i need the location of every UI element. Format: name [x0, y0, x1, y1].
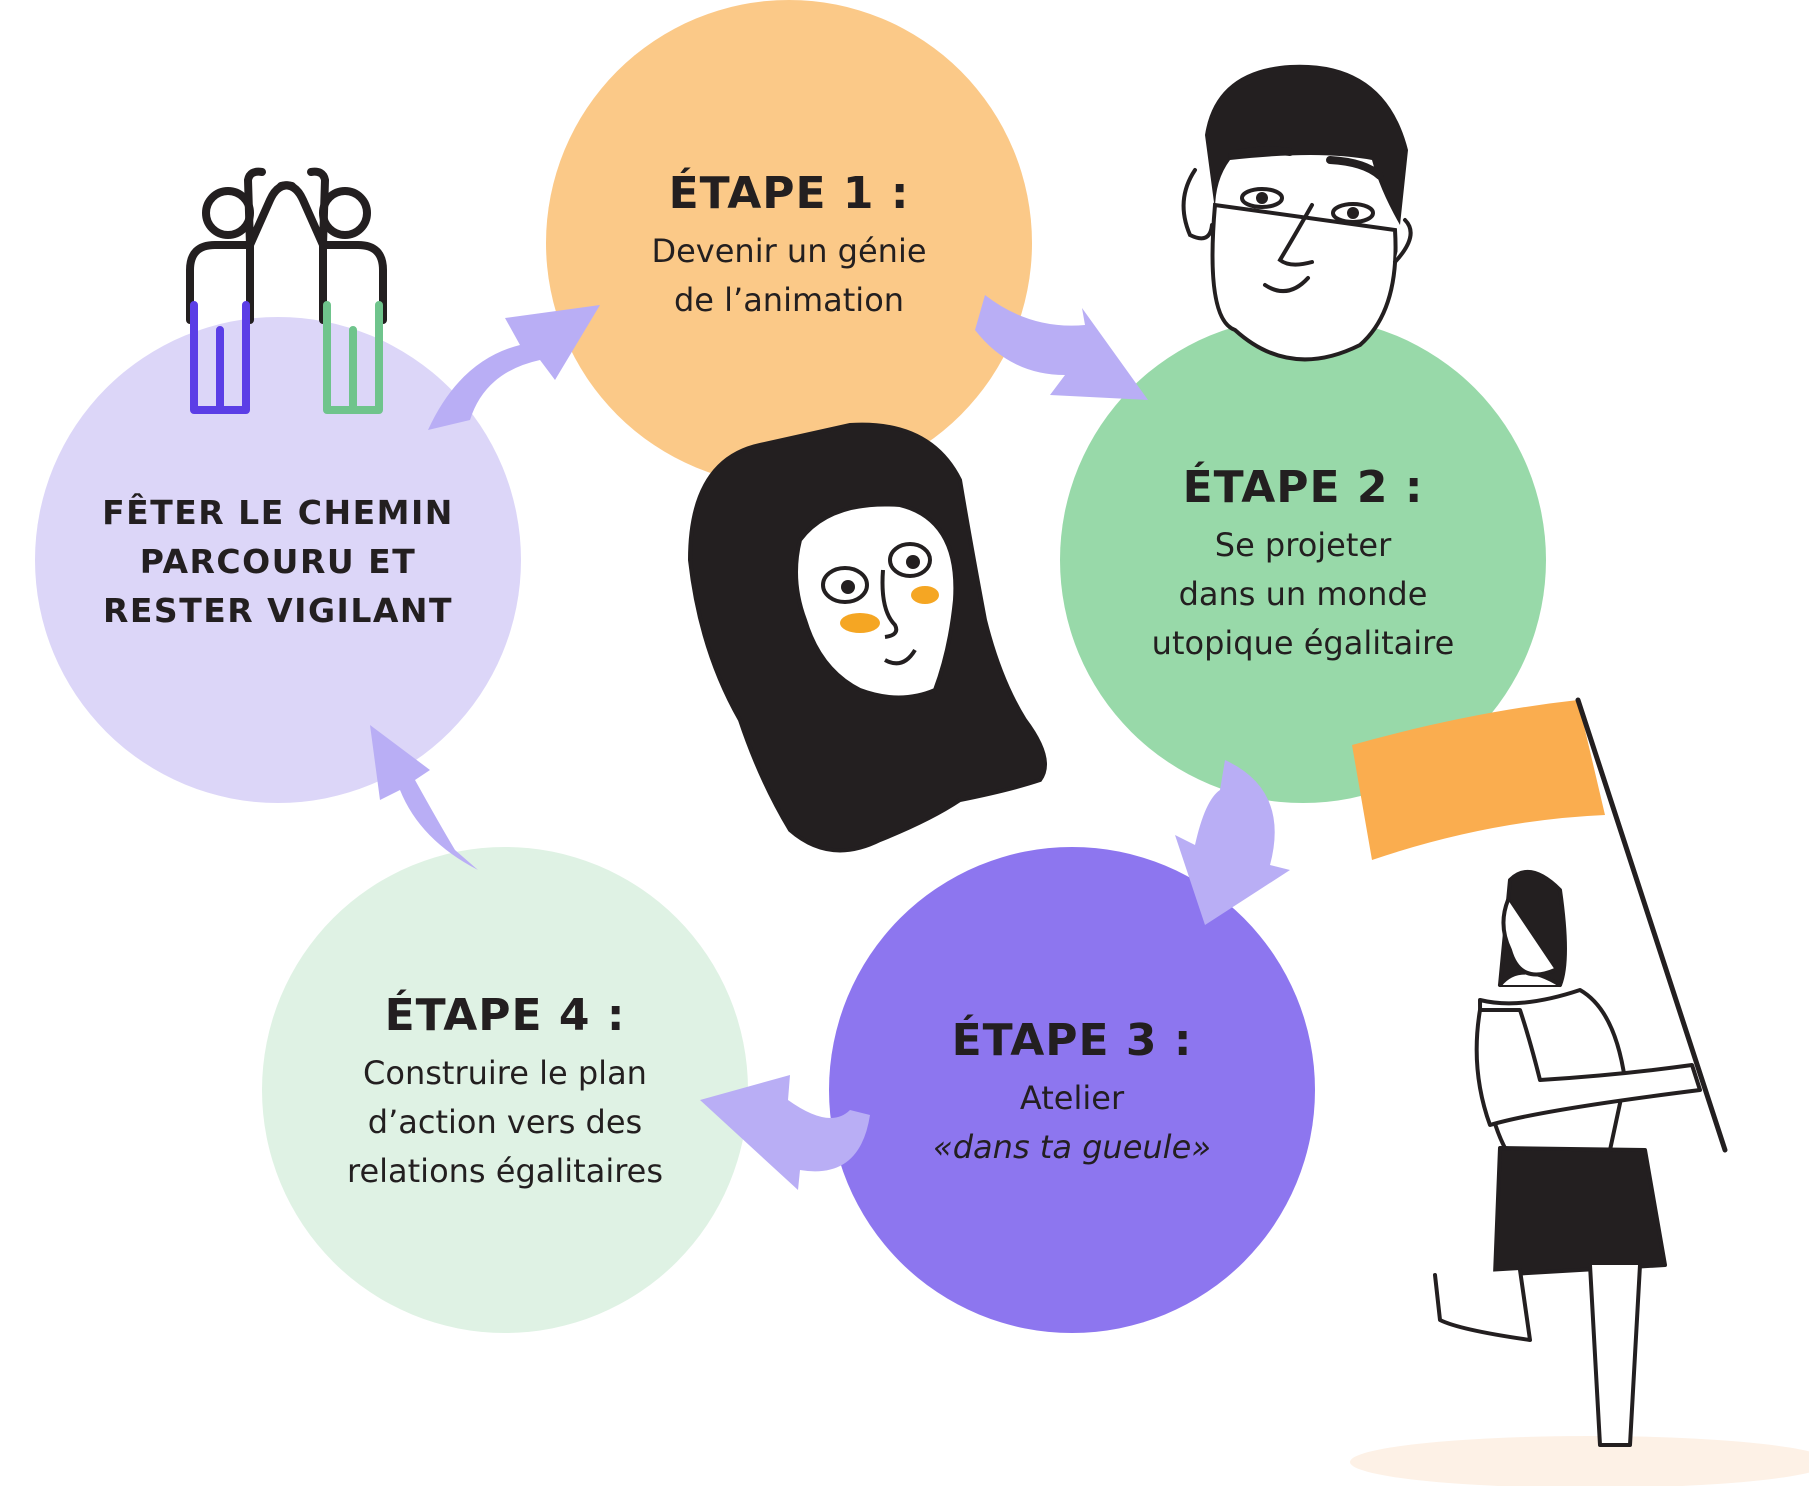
step1-title: ÉTAPE 1 :	[668, 168, 910, 219]
step4-line1: Construire le plan	[363, 1054, 647, 1092]
celebrate-text: FÊTER LE CHEMIN PARCOURU ET RESTER VIGIL…	[78, 488, 478, 635]
step4-line2: d’action vers des	[367, 1103, 643, 1141]
arrow-step4-to-celebrate	[370, 725, 478, 870]
step4-circle	[262, 847, 748, 1333]
step3-line2: «dans ta gueule»	[932, 1128, 1211, 1166]
arrow-celebrate-to-step1	[428, 305, 600, 430]
step2-line2: dans un monde	[1178, 575, 1428, 613]
man-face-illustration	[1181, 64, 1413, 362]
ground-shadow	[1350, 1436, 1809, 1486]
step3-title: ÉTAPE 3 :	[951, 1015, 1193, 1066]
step4-line3: relations égalitaires	[346, 1152, 664, 1190]
step2-circle	[1060, 317, 1546, 803]
cycle-arrows	[370, 295, 1290, 1190]
step2-text: ÉTAPE 2 : Se projeter dans un monde utop…	[1073, 462, 1533, 668]
step1-line1: Devenir un génie	[651, 232, 927, 270]
step2-title: ÉTAPE 2 :	[1182, 462, 1424, 513]
arrow-step1-to-step2	[975, 295, 1148, 400]
step1-line2: de l’animation	[673, 281, 905, 319]
flag	[1352, 700, 1605, 860]
celebrate-line2: PARCOURU ET	[139, 542, 417, 581]
step1-text: ÉTAPE 1 : Devenir un génie de l’animatio…	[559, 168, 1019, 325]
woman-face-illustration	[687, 422, 1047, 853]
step4-text: ÉTAPE 4 : Construire le plan d’action ve…	[275, 990, 735, 1196]
step1-circle	[546, 0, 1032, 486]
step2-line1: Se projeter	[1214, 526, 1392, 564]
celebrate-circle	[35, 317, 521, 803]
step3-circle	[829, 847, 1315, 1333]
step3-line1: Atelier	[1019, 1079, 1125, 1117]
arrow-step3-to-step4	[700, 1075, 870, 1190]
high-five-icon	[186, 167, 387, 414]
step3-text: ÉTAPE 3 : Atelier «dans ta gueule»	[842, 1015, 1302, 1172]
celebrate-line3: RESTER VIGILANT	[102, 591, 454, 630]
celebrate-line1: FÊTER LE CHEMIN	[102, 493, 454, 532]
step2-line3: utopique égalitaire	[1151, 624, 1455, 662]
step4-title: ÉTAPE 4 :	[384, 990, 626, 1041]
arrow-step2-to-step3	[1175, 760, 1290, 925]
woman-with-flag-illustration	[1352, 697, 1728, 1447]
